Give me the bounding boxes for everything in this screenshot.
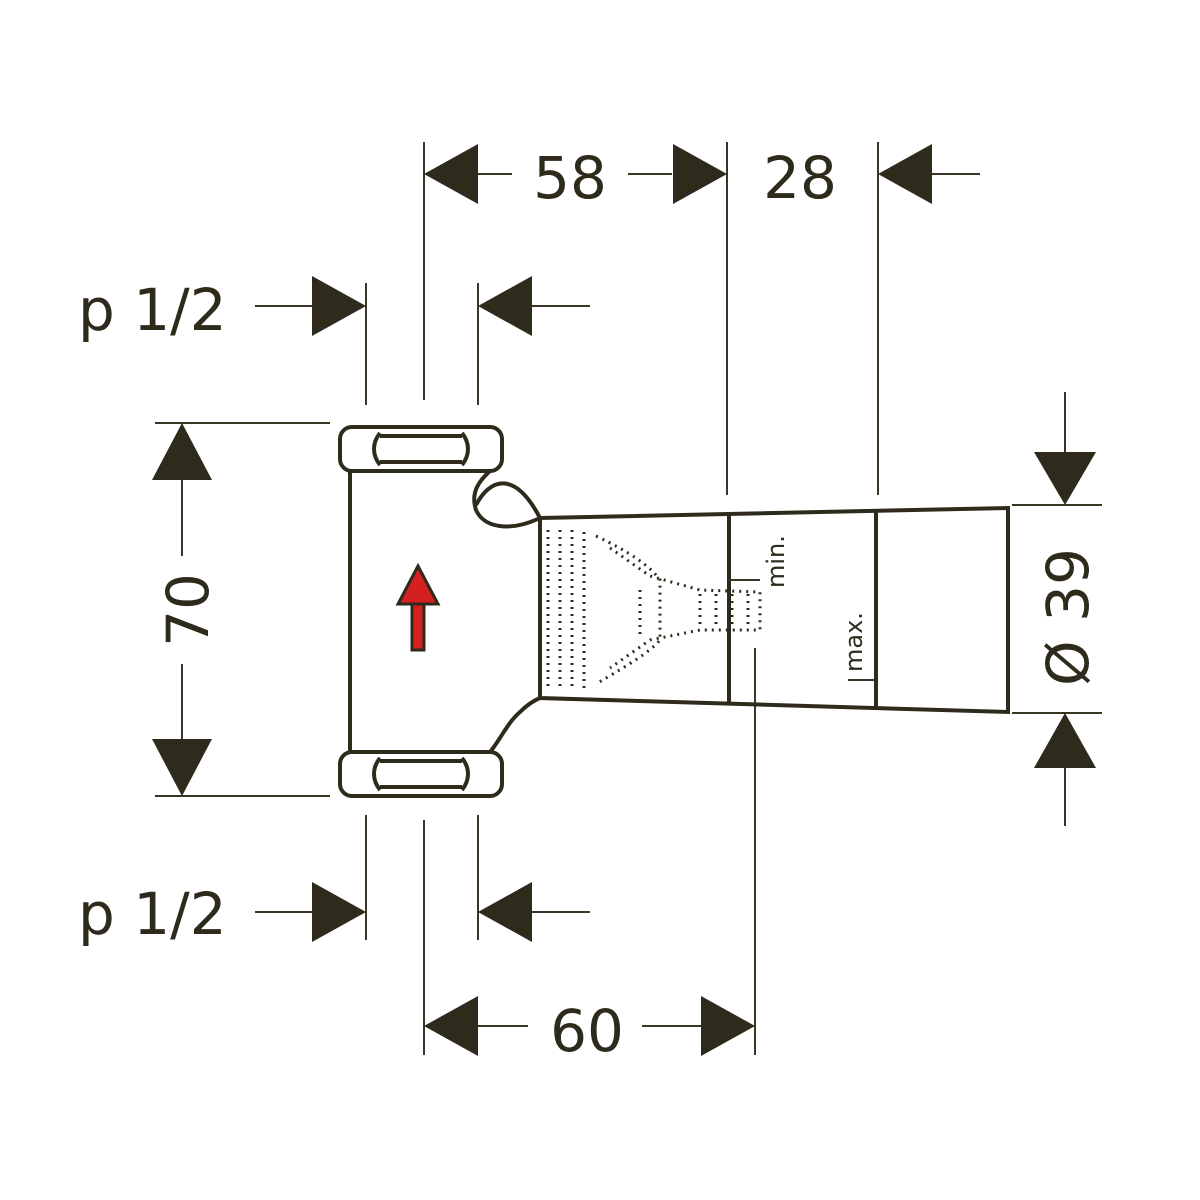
dimension-58: 58 — [424, 144, 727, 212]
thread-bottom: p 1/2 — [78, 880, 590, 948]
thread-top: p 1/2 — [78, 276, 590, 344]
arrowhead-icon — [701, 996, 755, 1056]
thread-label-bottom: p 1/2 — [78, 880, 227, 948]
dimension-label-60: 60 — [550, 997, 624, 1065]
max-label: max. — [840, 612, 868, 672]
dimension-label-diameter: Ø 39 — [1034, 548, 1102, 686]
dimension-70: 70 — [152, 423, 222, 796]
arrowhead-icon — [478, 882, 532, 942]
arrowhead-icon — [312, 882, 366, 942]
arrowhead-icon — [1034, 452, 1096, 505]
arrowhead-icon — [312, 276, 366, 336]
bottom-union-nut — [338, 750, 504, 798]
arrowhead-icon — [424, 996, 478, 1056]
dimension-label-70: 70 — [154, 573, 222, 647]
arrowhead-icon — [1034, 713, 1096, 768]
dimension-28: 28 — [763, 144, 980, 212]
dimension-label-28: 28 — [763, 144, 837, 212]
valve-sleeve — [538, 505, 1010, 715]
cartridge-dotted — [546, 530, 762, 690]
arrowhead-icon — [878, 144, 932, 204]
thread-label-top: p 1/2 — [78, 276, 227, 344]
arrowhead-icon — [478, 276, 532, 336]
arrowhead-icon — [152, 739, 212, 796]
min-label: min. — [762, 535, 790, 588]
valve-body: min. max. — [338, 425, 1010, 798]
flow-direction-arrow-icon — [395, 562, 441, 652]
arrowhead-icon — [424, 144, 478, 204]
arrowhead-icon — [673, 144, 727, 204]
top-union-nut — [338, 425, 504, 473]
arrowhead-icon — [152, 423, 212, 480]
dimension-60: 60 — [424, 996, 755, 1065]
extension-lines — [155, 142, 1102, 1055]
dimension-diameter-39: Ø 39 — [1034, 392, 1102, 826]
dimension-label-58: 58 — [533, 144, 607, 212]
